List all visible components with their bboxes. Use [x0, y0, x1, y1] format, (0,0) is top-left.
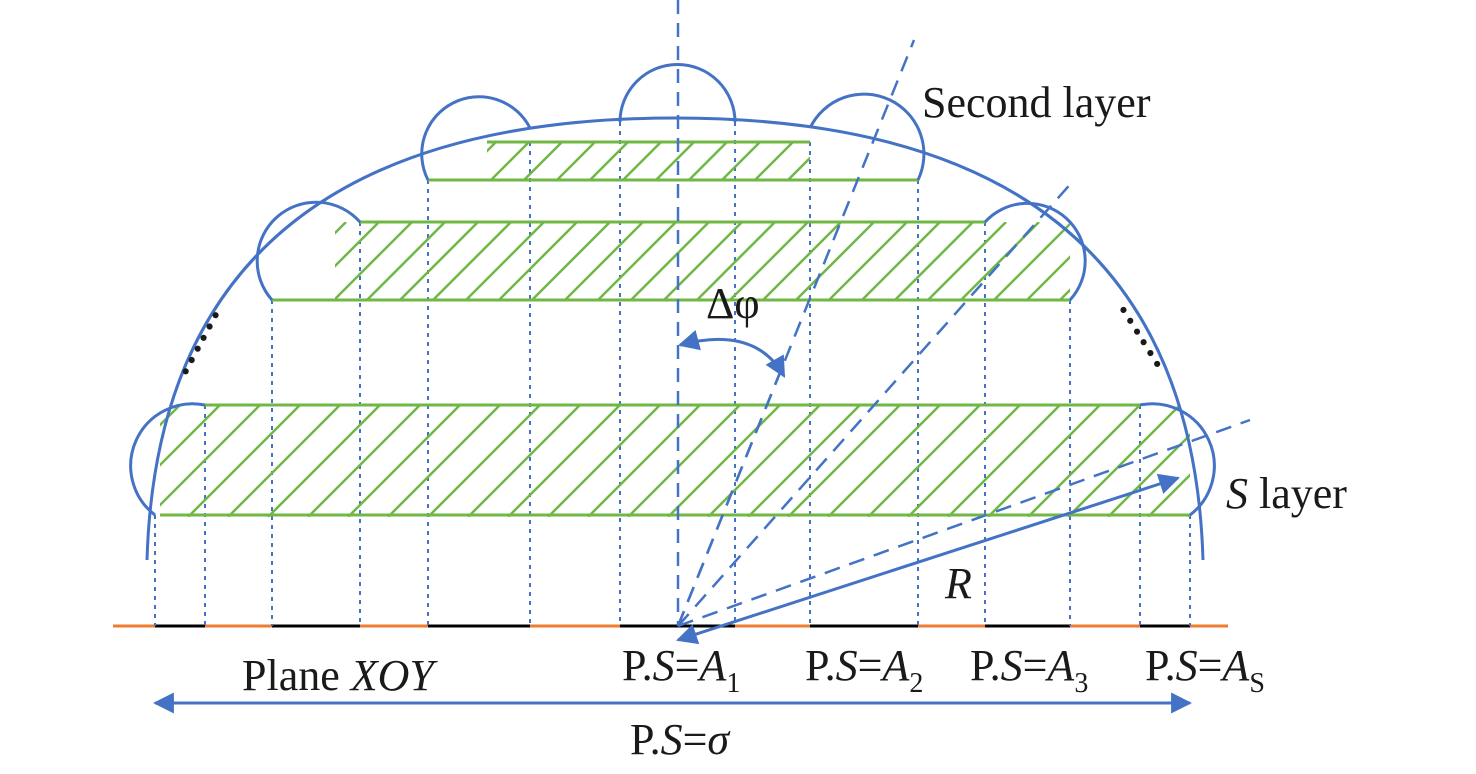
hatch-stroke [235, 222, 313, 300]
hatch-stroke [465, 222, 545, 301]
hatch-stroke [387, 405, 501, 517]
label-ps-a2: P.S=A2 [805, 641, 923, 699]
delta-phi-arc [677, 329, 786, 378]
ellipsis-left: …… [156, 295, 229, 382]
hatch-stroke [335, 222, 380, 268]
hatch-band-middle-layer [202, 220, 1070, 302]
hatch-stroke [267, 405, 381, 517]
label-delta-phi: Δφ [706, 279, 760, 328]
hatch-stroke [160, 405, 221, 467]
hatch-stroke [498, 222, 578, 301]
hatch-stroke [920, 142, 958, 180]
hatch-stroke [762, 222, 842, 301]
hatch-stroke [523, 142, 563, 180]
hatch-stroke [28, 405, 140, 517]
hatch-stroke [490, 142, 530, 180]
hatch-stroke [547, 405, 661, 517]
hatch-stroke [202, 222, 280, 300]
hatch-stroke [696, 222, 776, 301]
hatch-stroke [821, 142, 859, 180]
label-second-layer: Second layer [922, 78, 1151, 127]
hatch-stroke [432, 222, 512, 301]
hatch-stroke [227, 405, 341, 517]
hatch-stroke [627, 405, 741, 517]
hatch-stroke [655, 142, 695, 180]
hatch-stroke [366, 222, 446, 301]
hatch-stroke [307, 405, 421, 517]
hatch-stroke [427, 405, 541, 517]
hatch-stroke [729, 222, 809, 301]
label-ps-a1: P.S=A1 [622, 641, 740, 699]
hatch-stroke [630, 222, 710, 301]
hemisphere-arc [145, 116, 1205, 561]
projection-lines [154, 122, 1191, 626]
hatch-stroke [347, 405, 461, 517]
hatch-stroke [854, 142, 892, 180]
hatch-stroke [721, 142, 761, 180]
label-radius: R [944, 559, 972, 608]
hatch-stroke [597, 222, 677, 301]
hatch-stroke [1026, 255, 1070, 301]
hatch-stroke [828, 222, 908, 301]
hatch-stroke [160, 405, 261, 507]
hatch-stroke [894, 222, 974, 301]
ellipsis-right: …… [1110, 289, 1186, 376]
hatch-stroke [589, 142, 629, 180]
hatch-stroke [993, 222, 1070, 301]
hatch-stroke [160, 405, 181, 427]
label-s-layer: S layer [1226, 469, 1347, 518]
radius-arrow [676, 473, 1180, 645]
hatch-stroke [0, 405, 100, 517]
hatch-stroke [795, 222, 875, 301]
label-plane-xoy: Plane XOY [242, 651, 438, 700]
hatch-stroke [487, 142, 497, 153]
hatch-stroke [564, 222, 644, 301]
hatch-stroke [335, 222, 413, 301]
label-ps-as: P.S=AS [1145, 641, 1265, 699]
label-ps-a3: P.S=A3 [970, 641, 1088, 699]
hatch-stroke [622, 142, 662, 180]
hatch-stroke [587, 405, 701, 517]
hatch-stroke [787, 156, 810, 180]
hatch-stroke [531, 222, 611, 301]
hatch-stroke [861, 222, 941, 301]
label-ps-sigma: P.S=σ [630, 715, 731, 764]
surface-bumps [129, 63, 1216, 517]
hatch-stroke [399, 222, 479, 301]
hatch-stroke [754, 142, 794, 180]
hatch-stroke [187, 405, 301, 517]
hatch-stroke [467, 405, 581, 517]
hatch-stroke [556, 142, 596, 180]
hatch-stroke [507, 405, 621, 517]
hatch-band-second-layer [428, 140, 958, 182]
hatch-stroke [927, 222, 1007, 301]
hatch-stroke [688, 142, 728, 180]
